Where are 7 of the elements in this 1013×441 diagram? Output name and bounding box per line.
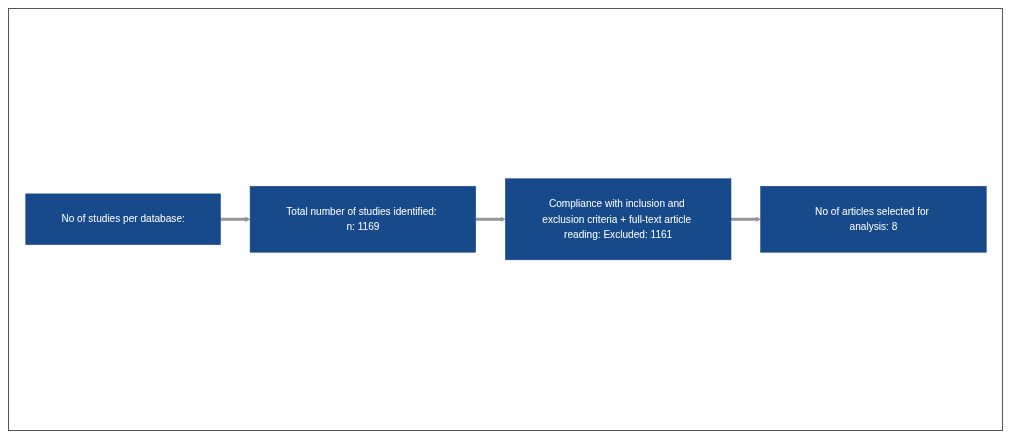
node-box: Compliance with inclusion and exclusion criteria + full-text article reading: Excluded: 1161: [504, 178, 731, 261]
arrow: [475, 216, 506, 223]
node-box: Total number of studies identified: n: 1169: [249, 186, 476, 253]
arrow: [219, 216, 250, 223]
node-box: No of articles selected for analysis: 8: [759, 186, 987, 253]
arrow: [730, 216, 761, 223]
node-box: No of studies per database:: [24, 193, 221, 246]
